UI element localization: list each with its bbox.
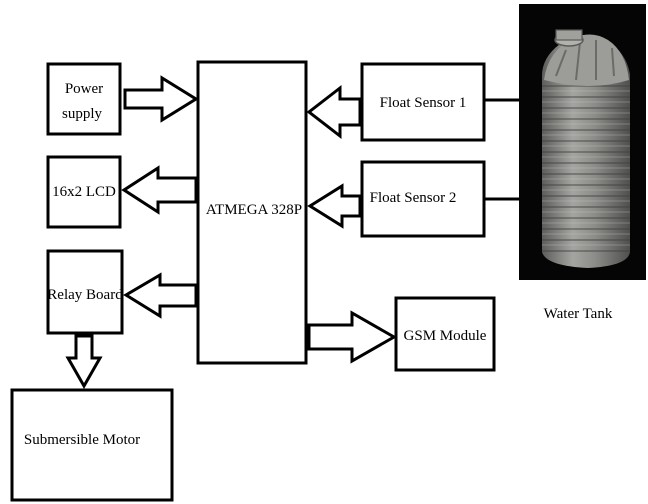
relay-board-block: Relay Board [46,249,124,335]
submersible-motor-block: Submersible Motor [10,388,174,502]
water-tank-caption: Water Tank [544,306,613,322]
power-supply-label-line1: Power [65,81,103,97]
tank-lid-cap [555,29,583,41]
gsm-module-label: GSM Module [404,328,487,344]
float-sensor-2-block: Float Sensor 2 [360,160,486,238]
water-tank-image [519,4,646,280]
float-sensor-1-block: Float Sensor 1 [360,62,486,142]
relay-board-label: Relay Board [47,287,123,303]
arrow-mcu-to-relay [123,272,198,319]
gsm-module-block: GSM Module [394,296,496,372]
tank-dome [544,34,629,86]
tank-ribs [542,82,630,254]
power-supply-label-line2: supply [62,106,103,122]
power-supply-block: Power supply [46,62,122,136]
lcd-label: 16x2 LCD [52,184,116,200]
microcontroller-label: ATMEGA 328P [206,202,302,218]
arrow-float2-to-mcu [307,183,362,229]
arrow-power-to-mcu [123,75,199,123]
arrow-relay-to-motor [65,334,103,390]
arrow-float1-to-mcu [306,84,362,140]
tank-dome-ridges [555,40,615,81]
lcd-block: 16x2 LCD [46,155,122,229]
microcontroller-block: ATMEGA 328P [196,60,308,365]
float-sensor-1-label: Float Sensor 1 [380,95,467,111]
arrow-mcu-to-lcd [121,165,198,215]
arrow-mcu-to-gsm [307,310,398,364]
submersible-motor-label: Submersible Motor [24,432,140,448]
float-sensor-2-label: Float Sensor 2 [370,190,457,206]
